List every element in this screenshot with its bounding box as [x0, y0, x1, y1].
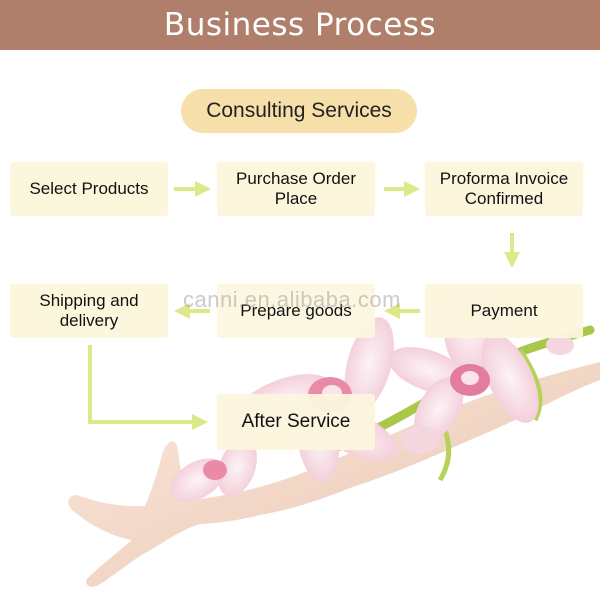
- step-label-line2: Place: [274, 189, 318, 208]
- step-label-line1: Proforma Invoice: [439, 169, 569, 188]
- step-label-line1: Shipping and: [39, 291, 139, 310]
- step-proforma-invoice: Proforma Invoice Confirmed: [425, 162, 583, 216]
- step-purchase-order: Purchase Order Place: [217, 162, 375, 216]
- consulting-services-pill: Consulting Services: [181, 89, 417, 133]
- step-label: Prepare goods: [240, 301, 352, 320]
- step-label: After Service: [241, 411, 351, 432]
- step-label-line1: Purchase Order: [236, 169, 356, 188]
- step-after-service: After Service: [217, 394, 375, 450]
- step-label: Payment: [470, 301, 538, 320]
- step-select-products: Select Products: [10, 162, 168, 216]
- page-title: Business Process: [163, 7, 437, 43]
- orchid-flower: [170, 438, 257, 502]
- step-label-line2: Confirmed: [464, 189, 544, 208]
- step-payment: Payment: [425, 284, 583, 338]
- step-label-line2: delivery: [59, 311, 119, 330]
- watermark-text: canni.en.alibaba.com: [183, 287, 401, 312]
- step-label: Select Products: [29, 179, 149, 198]
- step-shipping-delivery: Shipping and delivery: [10, 284, 168, 338]
- header-bar: Business Process: [0, 0, 600, 50]
- step-prepare-goods: Prepare goods: [217, 284, 375, 338]
